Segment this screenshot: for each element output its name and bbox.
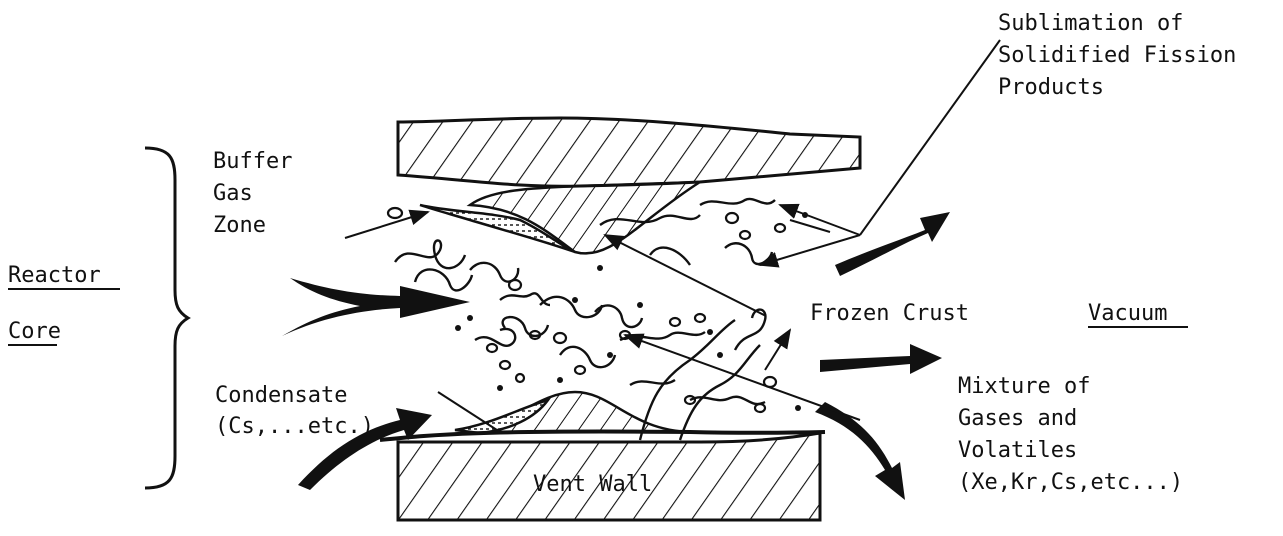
core-inflow-arrow (282, 278, 470, 336)
middle-outflow-arrow (820, 344, 942, 374)
upper-outflow-arrow (835, 212, 950, 276)
label-buffer: Buffer (213, 149, 292, 174)
label-condensate-detail: (Cs,...etc.) (215, 414, 374, 439)
label-vacuum: Vacuum (1088, 301, 1167, 326)
core-brace (145, 148, 188, 488)
top-vent-wall (398, 118, 860, 186)
label-sublimation-2: Solidified Fission (998, 43, 1236, 68)
label-mixture-3: Volatiles (958, 438, 1077, 463)
label-gas: Gas (213, 181, 253, 206)
label-mixture-1: Mixture of (958, 374, 1090, 399)
label-core: Core (8, 319, 61, 344)
label-reactor: Reactor (8, 263, 101, 288)
label-condensate: Condensate (215, 383, 347, 408)
label-frozen-crust: Frozen Crust (810, 301, 969, 326)
label-vent-wall: Vent Wall (533, 472, 652, 497)
label-mixture-2: Gases and (958, 406, 1077, 431)
label-sublimation-1: Sublimation of (998, 11, 1183, 36)
lower-outflow-arrow (815, 402, 905, 500)
label-mixture-4: (Xe,Kr,Cs,etc...) (958, 470, 1183, 495)
label-sublimation-3: Products (998, 75, 1104, 100)
label-zone: Zone (213, 213, 266, 238)
